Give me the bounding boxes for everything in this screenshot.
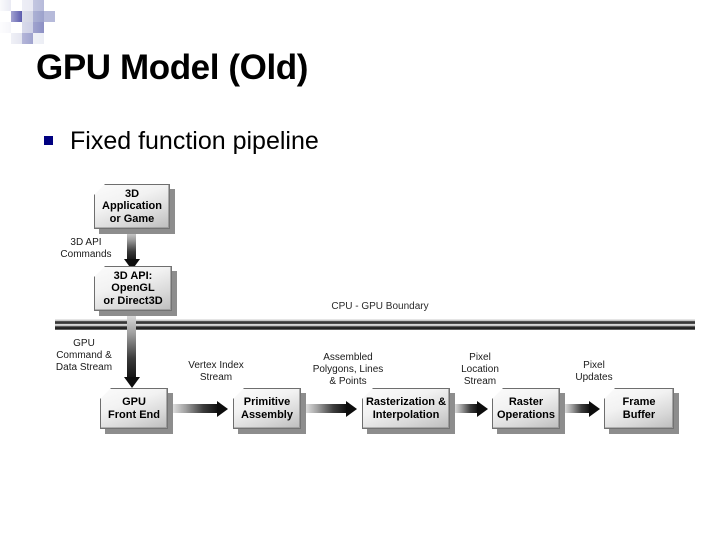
- pipeline-node-primitive: Primitive Assembly: [233, 388, 306, 434]
- corner-square: [33, 33, 44, 44]
- corner-square: [44, 11, 55, 22]
- edge-label-api-commands: 3D API Commands: [60, 237, 112, 260]
- pipeline-node-box: Rasterization & Interpolation: [362, 388, 450, 429]
- corner-square: [22, 33, 33, 44]
- pipeline-node-app: 3D Application or Game: [94, 184, 175, 234]
- corner-square: [22, 11, 33, 22]
- corner-square: [33, 22, 44, 33]
- arrow-app-to-api: [127, 229, 136, 261]
- arrow-rop-to-framebuffer: [564, 404, 590, 413]
- corner-square: [0, 22, 11, 33]
- cpu-gpu-boundary-line: [55, 319, 695, 330]
- arrow-raster-to-rop-head: [477, 400, 488, 417]
- pipeline-node-box: Frame Buffer: [604, 388, 674, 429]
- edge-label-assembled: Assembled Polygons, Lines & Points: [312, 352, 384, 387]
- pipeline-node-box: Primitive Assembly: [233, 388, 301, 429]
- pipeline-node-box: Raster Operations: [492, 388, 560, 429]
- pipeline-node-box: 3D API: OpenGL or Direct3D: [94, 266, 172, 311]
- corner-square: [33, 0, 44, 11]
- corner-square: [33, 11, 44, 22]
- arrow-frontend-to-primitive-head: [217, 400, 228, 417]
- pipeline-node-box: GPU Front End: [100, 388, 168, 429]
- bullet-item-label: Fixed function pipeline: [70, 127, 319, 155]
- pipeline-node-frontend: GPU Front End: [100, 388, 173, 434]
- arrow-raster-to-rop: [454, 404, 478, 413]
- corner-square: [0, 0, 11, 11]
- arrow-app-to-api-head: [123, 259, 140, 270]
- edge-label-vertex-index: Vertex Index Stream: [188, 360, 244, 383]
- arrow-api-to-frontend: [127, 311, 136, 379]
- corner-square: [22, 0, 33, 11]
- pipeline-node-api: 3D API: OpenGL or Direct3D: [94, 266, 177, 316]
- pipeline-diagram: CPU - GPU Boundary 3D Application or Gam…: [0, 175, 720, 455]
- edge-label-pixel-location: Pixel Location Stream: [461, 352, 499, 387]
- cpu-gpu-boundary-label: CPU - GPU Boundary: [331, 301, 429, 312]
- square-bullet-icon: [44, 136, 53, 145]
- edge-label-pixel-updates: Pixel Updates: [575, 360, 613, 383]
- arrow-primitive-to-raster: [305, 404, 347, 413]
- pipeline-node-raster: Rasterization & Interpolation: [362, 388, 455, 434]
- corner-decoration: [0, 0, 64, 44]
- corner-square: [22, 22, 33, 33]
- bullet-list-item: Fixed function pipeline: [44, 127, 684, 156]
- pipeline-node-fb: Frame Buffer: [604, 388, 679, 434]
- arrow-api-to-frontend-head: [123, 377, 140, 388]
- arrow-frontend-to-primitive: [172, 404, 218, 413]
- edge-label-gpu-stream: GPU Command & Data Stream: [55, 338, 113, 373]
- arrow-rop-to-framebuffer-head: [589, 400, 600, 417]
- arrow-primitive-to-raster-head: [346, 400, 357, 417]
- corner-square: [11, 33, 22, 44]
- pipeline-node-box: 3D Application or Game: [94, 184, 170, 229]
- pipeline-node-rop: Raster Operations: [492, 388, 565, 434]
- corner-square: [11, 11, 22, 22]
- page-title: GPU Model (Old): [36, 48, 309, 87]
